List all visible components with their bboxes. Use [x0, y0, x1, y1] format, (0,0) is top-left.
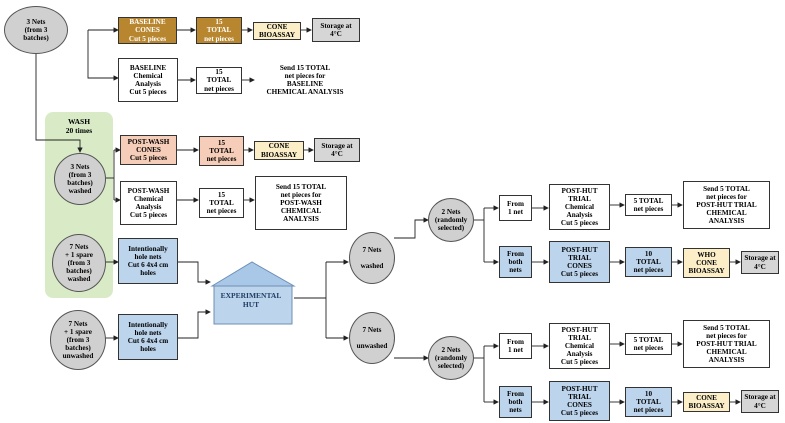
- hut-washed-node: 7 Nets washed: [349, 232, 395, 284]
- baseline-storage-box: Storage at 4°C: [312, 18, 360, 42]
- postwash-cone-bioassay-box: CONE BIOASSAY: [254, 141, 304, 160]
- postwash-send-box: Send 15 TOTAL net pieces for POST-WASH C…: [255, 176, 347, 230]
- unwashed-posthut-cones-box: POST-HUT TRIAL CONES Cut 5 pieces: [549, 381, 610, 421]
- postwash-chemical-total-box: 15 TOTAL net pieces: [199, 188, 244, 218]
- baseline-chemical-box: BASELINE Chemical Analysis Cut 5 pieces: [118, 58, 178, 102]
- hut-icon: [210, 261, 296, 325]
- unwashed-storage-box: Storage at 4°C: [741, 390, 779, 413]
- washed-two-nets-node: 2 Nets (randomly selected): [428, 198, 474, 242]
- unwashed-from-both-nets-box: From both nets: [499, 386, 532, 418]
- unwashed-hole-nets-box: Intentionally hole nets Cut 6 4x4 cm hol…: [118, 314, 178, 360]
- postwash-total-box: 15 TOTAL net pieces: [199, 136, 244, 166]
- postwash-cones-box: POST-WASH CONES Cut 5 pieces: [120, 135, 177, 165]
- hut-unwashed-node: 7 Nets unwashed: [349, 312, 395, 364]
- washed-five-total-box: 5 TOTAL net pieces: [625, 194, 672, 216]
- washed-seven-nets-node: 7 Nets + 1 spare (from 3 batches) washed: [52, 234, 106, 292]
- washed-posthut-cones-box: POST-HUT TRIAL CONES Cut 5 pieces: [549, 241, 610, 283]
- baseline-cone-bioassay-box: CONE BIOASSAY: [253, 22, 301, 40]
- washed-posthut-chemical-box: POST-HUT TRIAL Chemical Analysis Cut 5 p…: [549, 184, 610, 230]
- washed-hole-nets-box: Intentionally hole nets Cut 6 4x4 cm hol…: [118, 238, 178, 284]
- unwashed-five-total-box: 5 TOTAL net pieces: [625, 333, 672, 355]
- washed-storage-box: Storage at 4°C: [741, 251, 779, 274]
- washed-send-box: Send 5 TOTAL net pieces for POST-HUT TRI…: [683, 181, 770, 229]
- unwashed-posthut-chemical-box: POST-HUT TRIAL Chemical Analysis Cut 5 p…: [549, 323, 610, 369]
- baseline-chemical-total-box: 15 TOTAL net pieces: [196, 67, 242, 94]
- experimental-hut-label: EXPERIMENTAL HUT: [220, 291, 282, 309]
- unwashed-ten-total-box: 10 TOTAL net pieces: [625, 387, 672, 417]
- washed-who-bioassay-box: WHO CONE BIOASSAY: [683, 248, 730, 278]
- unwashed-send-box: Send 5 TOTAL net pieces for POST-HUT TRI…: [683, 320, 770, 368]
- washed-from-one-net-box: From 1 net: [499, 195, 532, 221]
- unwashed-seven-nets-node: 7 Nets + 1 spare (from 3 batches) unwash…: [50, 310, 106, 370]
- postwash-chemical-box: POST-WASH Chemical Analysis Cut 5 pieces: [120, 181, 177, 225]
- postwash-storage-box: Storage at 4°C: [314, 138, 360, 162]
- washed-from-both-nets-box: From both nets: [499, 246, 532, 278]
- three-nets-node: 3 Nets (from 3 batches): [4, 6, 68, 54]
- baseline-total-box: 15 TOTAL net pieces: [196, 17, 242, 44]
- unwashed-from-one-net-box: From 1 net: [499, 333, 532, 359]
- washed-three-nets-node: 3 Nets (from 3 batches) washed: [54, 153, 106, 205]
- baseline-send-text: Send 15 TOTAL net pieces for BASELINE CH…: [266, 63, 344, 97]
- unwashed-cone-bioassay-box: CONE BIOASSAY: [683, 392, 730, 412]
- unwashed-two-nets-node: 2 Nets (randomly selected): [428, 336, 474, 380]
- washed-ten-total-box: 10 TOTAL net pieces: [625, 247, 672, 277]
- baseline-cones-box: BASELINE CONES Cut 5 pieces: [118, 17, 177, 44]
- wash-label: WASH 20 times: [65, 117, 93, 135]
